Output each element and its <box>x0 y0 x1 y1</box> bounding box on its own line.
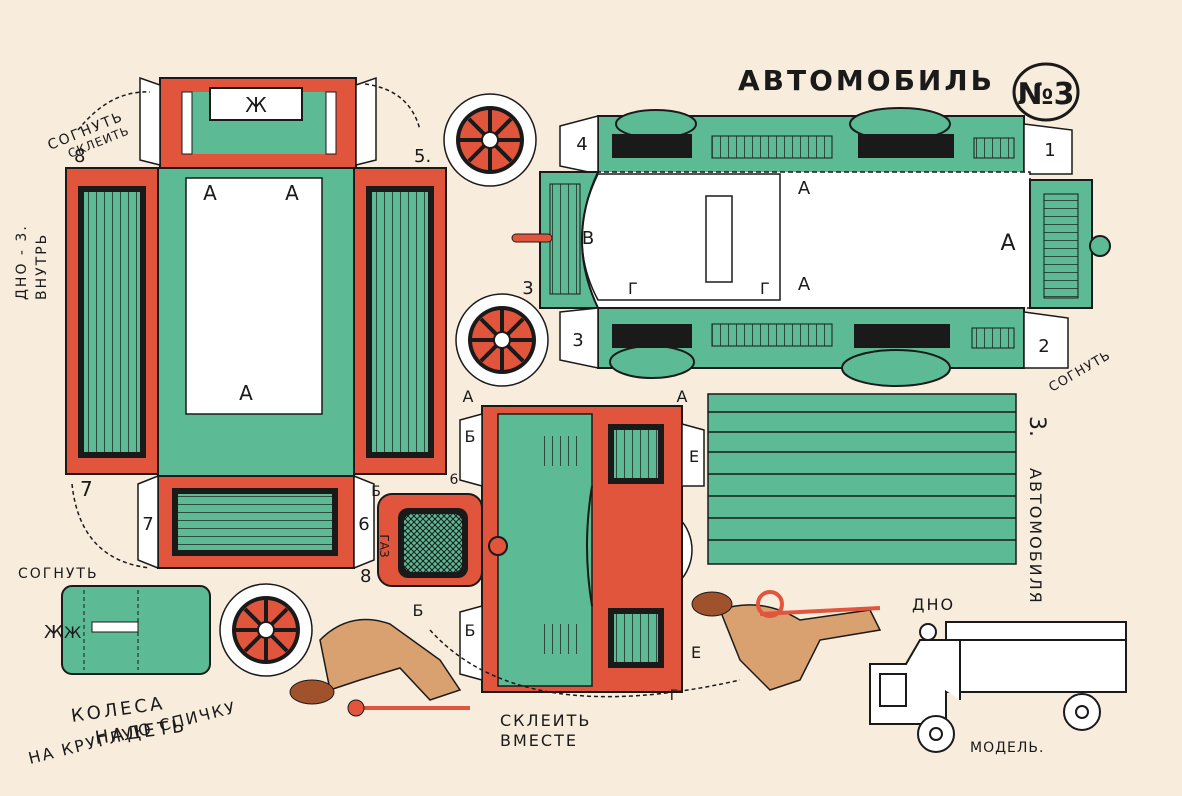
tab-letter-zh: Ж <box>245 93 267 117</box>
chassis-number-3b: 3 <box>572 330 583 351</box>
glue-together-label-2: ВМЕСТЕ <box>500 731 578 750</box>
small-tab-piece: Ж Ж <box>44 585 211 675</box>
body-net: Ж 8 5. А А А 7 6 7 <box>65 76 447 570</box>
floor-caption: ДНО <box>912 595 955 614</box>
arrow-number-7: 7 <box>80 477 93 501</box>
assembled-truck-illustration <box>869 621 1127 753</box>
hood-letter-e2: Е <box>691 643 701 662</box>
wheel-3 <box>219 583 313 677</box>
floor-number: 3. <box>1024 416 1049 437</box>
hood-letter-b1: Б <box>465 427 476 446</box>
glue-arrow <box>429 629 741 698</box>
hood-number-6: 6 <box>450 472 459 488</box>
wheel-1 <box>443 93 537 187</box>
hood-net: ГАЗ 8 Б Б Б Б Е Е Г А А 6 <box>360 387 705 704</box>
floor-inside-label: ДНО - 3. <box>14 224 30 300</box>
chassis-number-4: 4 <box>576 134 587 155</box>
vehicle-floor <box>707 393 1017 565</box>
driver-figure-right <box>691 590 882 691</box>
glue-together-label-1: СКЛЕИТЬ <box>500 711 591 730</box>
small-letter-zh1: Ж <box>44 622 64 643</box>
radiator-label: ГАЗ <box>377 534 391 557</box>
chassis-number-1: 1 <box>1044 140 1055 161</box>
chassis-number-2: 2 <box>1038 336 1049 357</box>
number-badge: №3 <box>1012 62 1080 122</box>
hood-letter-d2: А <box>677 387 688 406</box>
chassis-net: 4 1 В А А А Г Г 3 3 2 <box>511 107 1111 387</box>
chassis-letter-g2: Г <box>760 279 770 298</box>
small-letter-zh2: Ж <box>64 623 81 642</box>
driver-figure-left <box>289 618 470 717</box>
hood-letter-b3: Б <box>413 601 424 620</box>
fold-arrow-bottom-left <box>71 483 151 569</box>
fold-arrow-top <box>77 91 151 131</box>
hood-number-8: 8 <box>360 566 371 587</box>
rear-number-6: 6 <box>358 514 369 535</box>
wheel-2 <box>455 293 549 387</box>
chassis-letter-a2: А <box>798 274 811 295</box>
sheet-number: №3 <box>1018 77 1075 112</box>
tab-label-8: 8 <box>74 146 85 167</box>
chassis-letter-a3: А <box>1000 231 1015 256</box>
model-label: МОДЕЛЬ. <box>970 740 1044 756</box>
rear-number-7: 7 <box>142 514 153 535</box>
tab-label-5: 5. <box>414 146 431 167</box>
floor-letter-a2: А <box>285 181 299 205</box>
hood-letter-e1: Е <box>689 447 699 466</box>
chassis-letter-v: В <box>582 228 594 249</box>
fold-arrow-top-right <box>364 83 421 131</box>
hood-letter-g: Г <box>670 688 679 704</box>
hood-letter-b2: Б <box>465 621 476 640</box>
floor-letter-a3: А <box>239 381 253 405</box>
floor-caption-2: АВТОМОБИЛЯ <box>1026 468 1045 605</box>
fold-label-bottom-left: СОГНУТЬ <box>18 566 99 582</box>
floor-letter-a1: А <box>203 181 217 205</box>
chassis-number-3: 3 <box>522 278 533 299</box>
sheet-title: АВТОМОБИЛЬ <box>738 64 995 97</box>
hood-letter-d1: А <box>463 387 474 406</box>
chassis-letter-a1: А <box>798 178 811 199</box>
chassis-letter-g1: Г <box>628 279 638 298</box>
hood-letter-b4: Б <box>371 484 381 500</box>
floor-inside-label-2: ВНУТРЬ <box>34 233 50 300</box>
